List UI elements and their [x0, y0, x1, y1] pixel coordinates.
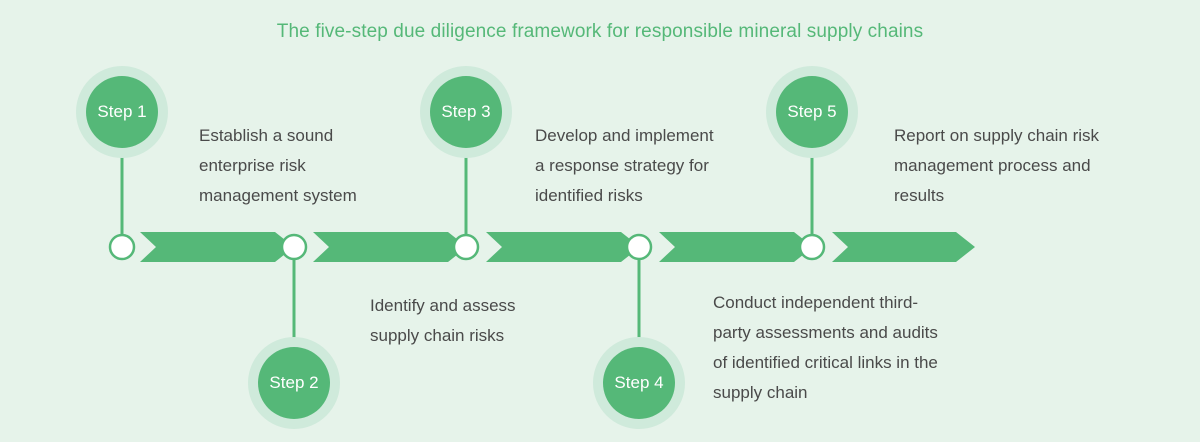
- timeline-node-2: [280, 233, 308, 261]
- step-description-1-line-3: management system: [199, 186, 357, 205]
- step-bubble-5-label: Step 5: [787, 102, 837, 121]
- step-description-3: Develop and implement a response strateg…: [535, 121, 714, 211]
- step-description-3-line-1: Develop and implement: [535, 126, 714, 145]
- step-description-3-line-2: a response strategy for: [535, 156, 709, 175]
- step-description-4-line-4: supply chain: [713, 383, 808, 402]
- timeline-node-5: [798, 233, 826, 261]
- step-bubble-4-label: Step 4: [614, 373, 664, 392]
- step-bubble-3-core: Step 3: [430, 76, 502, 148]
- step-description-1-line-2: enterprise risk: [199, 156, 306, 175]
- step-description-1: Establish a sound enterprise risk manage…: [199, 121, 357, 211]
- chevron-arrow-5: [832, 232, 975, 262]
- step-description-4-line-1: Conduct independent third-: [713, 293, 919, 312]
- step-bubble-2-label: Step 2: [269, 373, 319, 392]
- timeline-node-4: [625, 233, 653, 261]
- step-bubble-2[interactable]: Step 2: [248, 337, 340, 429]
- step-description-5: Report on supply chain risk management p…: [894, 121, 1099, 211]
- timeline-node-3: [452, 233, 480, 261]
- timeline-node-1: [108, 233, 136, 261]
- step-description-4-line-2: party assessments and audits: [713, 323, 938, 342]
- step-description-1-line-1: Establish a sound: [199, 126, 334, 145]
- step-description-5-line-2: management process and: [894, 156, 1091, 175]
- step-description-2-line-2: supply chain risks: [370, 326, 505, 345]
- step-description-4: Conduct independent third- party assessm…: [713, 288, 938, 408]
- step-description-5-line-3: results: [894, 186, 945, 205]
- step-bubble-1-core: Step 1: [86, 76, 158, 148]
- step-bubble-5-core: Step 5: [776, 76, 848, 148]
- step-bubble-3-label: Step 3: [441, 102, 491, 121]
- step-description-5-line-1: Report on supply chain risk: [894, 126, 1100, 145]
- step-bubble-4-core: Step 4: [603, 347, 675, 419]
- step-description-2-line-1: Identify and assess: [370, 296, 516, 315]
- step-bubble-5[interactable]: Step 5: [766, 66, 858, 158]
- step-bubble-1[interactable]: Step 1: [76, 66, 168, 158]
- step-description-2: Identify and assess supply chain risks: [370, 291, 516, 351]
- step-bubble-4[interactable]: Step 4: [593, 337, 685, 429]
- chevron-arrow-1: [140, 232, 294, 262]
- step-bubble-2-core: Step 2: [258, 347, 330, 419]
- page-title: The five-step due diligence framework fo…: [276, 21, 924, 42]
- chevron-arrow-3: [486, 232, 640, 262]
- step-bubble-3[interactable]: Step 3: [420, 66, 512, 158]
- step-description-4-line-3: of identified critical links in the: [713, 353, 938, 372]
- chevron-arrow-4: [659, 232, 813, 262]
- step-bubble-1-label: Step 1: [97, 102, 147, 121]
- step-description-3-line-3: identified risks: [535, 186, 643, 205]
- chevron-arrow-2: [313, 232, 467, 262]
